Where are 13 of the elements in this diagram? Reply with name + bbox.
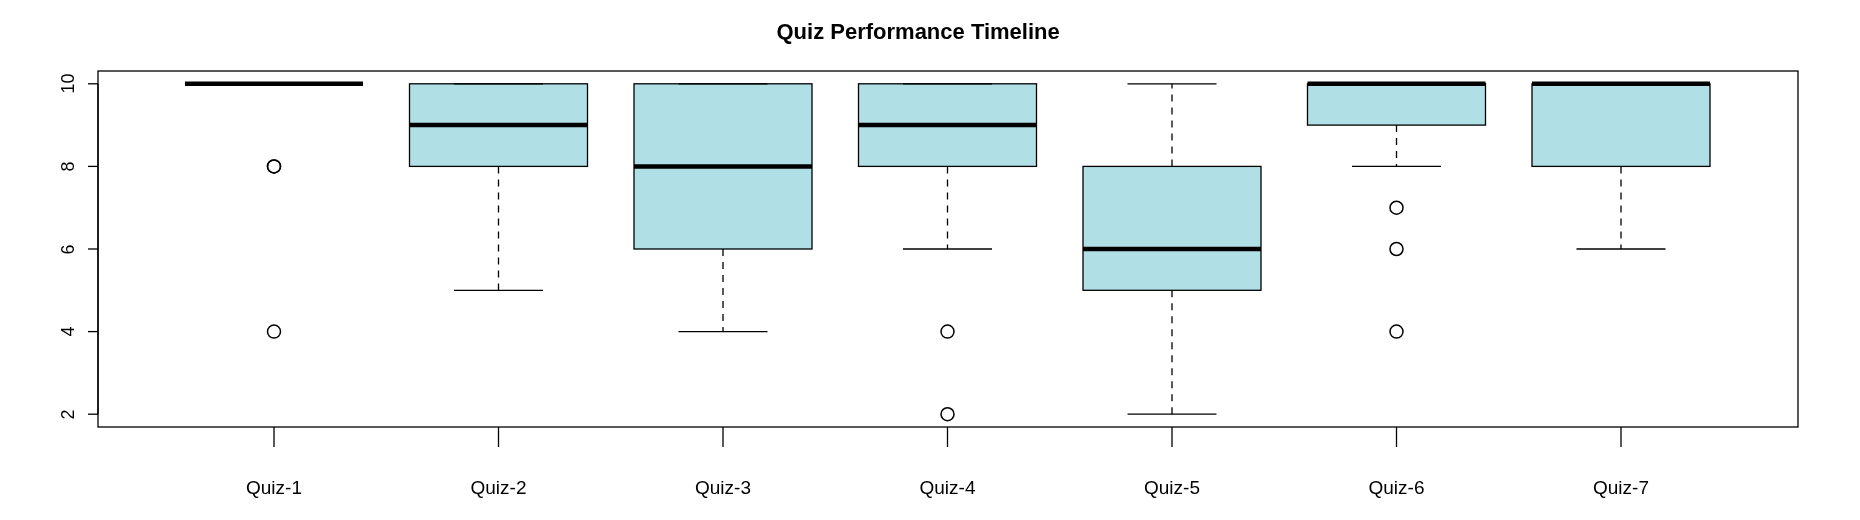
- y-tick-label: 2: [57, 409, 79, 420]
- chart-title: Quiz Performance Timeline: [776, 19, 1060, 45]
- x-tick-label: Quiz-7: [1593, 477, 1649, 499]
- x-tick-label: Quiz-1: [246, 477, 302, 499]
- y-tick-label: 4: [57, 326, 79, 337]
- x-tick-label: Quiz-2: [470, 477, 527, 499]
- x-tick-label: Quiz-6: [1368, 477, 1425, 499]
- x-tick-label: Quiz-3: [695, 477, 751, 499]
- x-tick-label: Quiz-5: [1144, 477, 1200, 499]
- y-tick-label: 10: [57, 73, 79, 94]
- y-tick-label: 6: [57, 244, 79, 254]
- y-tick-label: 8: [57, 161, 79, 172]
- x-tick-label: Quiz-4: [919, 477, 976, 499]
